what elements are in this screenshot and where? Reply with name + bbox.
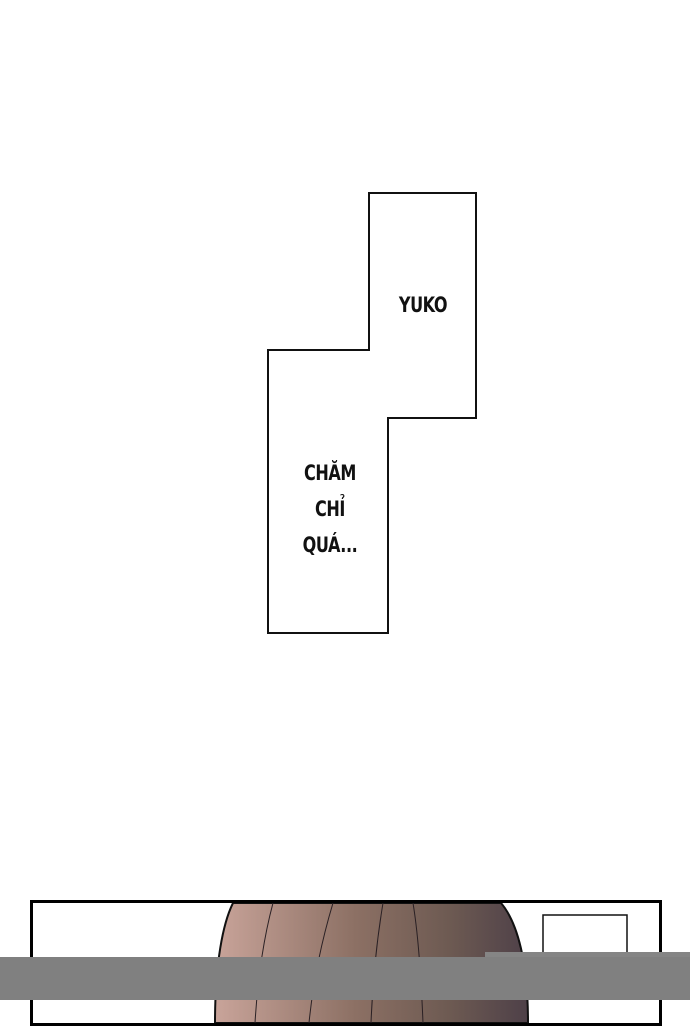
speaker-label: YUKO — [398, 293, 448, 317]
dialogue-line: QUÁ... — [302, 533, 358, 557]
dialogue-line: CHỈ — [315, 497, 345, 521]
overlay-bar — [0, 957, 690, 1000]
speech-bubble-outline — [267, 192, 477, 634]
dialogue-text: CHĂM CHỈ QUÁ... — [280, 455, 380, 563]
dialogue-line: CHĂM — [304, 461, 356, 485]
